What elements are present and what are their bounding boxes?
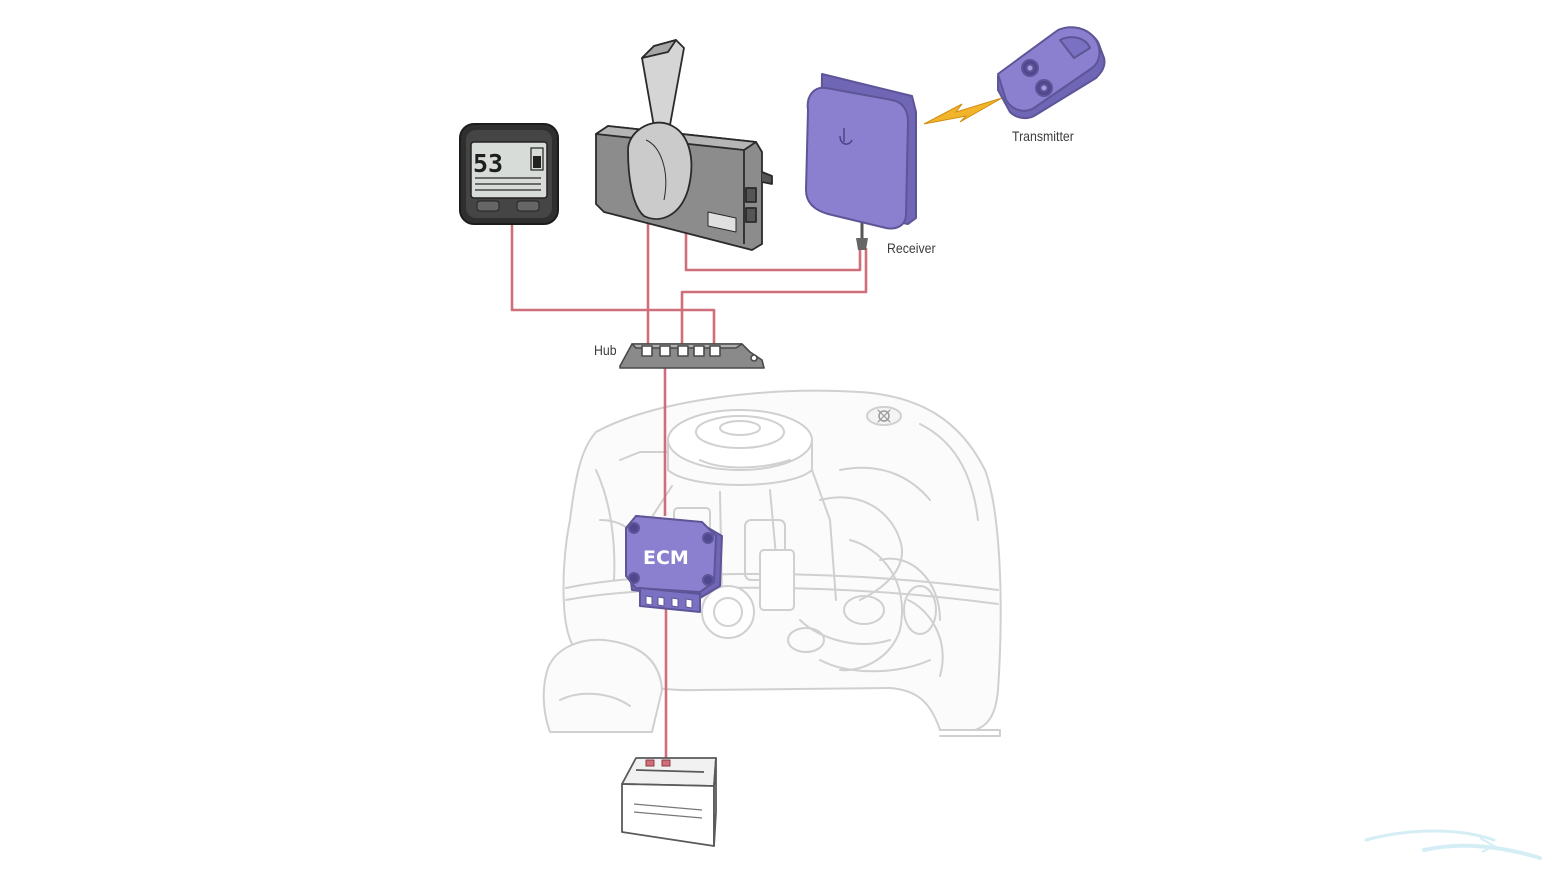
gauge-readout: 53	[473, 149, 503, 178]
wireless-signal-icon	[923, 97, 1003, 125]
digital-gauge: 53	[459, 123, 559, 225]
battery	[621, 757, 717, 847]
wiring-cables	[510, 216, 868, 762]
gauge-button-left	[476, 200, 500, 212]
transmitter-fob	[997, 26, 1106, 120]
ecm-module: ECM	[625, 515, 723, 613]
receiver-connector	[856, 238, 868, 250]
boat-swoosh-logo-icon	[1364, 829, 1542, 860]
brand-emblem-icon	[866, 406, 902, 426]
ecm-label: ECM	[643, 547, 689, 569]
gauge-button-right	[516, 200, 540, 212]
outboard-engine	[542, 389, 1002, 737]
hub-label: Hub	[594, 342, 617, 358]
transmitter-label: Transmitter	[1012, 128, 1074, 144]
receiver-label: Receiver	[887, 240, 936, 256]
cable-control-to-receiver	[684, 224, 862, 272]
cable-receiver-to-hub	[680, 248, 868, 346]
network-hub	[619, 343, 765, 369]
receiver-module	[805, 73, 917, 230]
throttle-control-box	[595, 39, 773, 251]
cable-gauge-to-hub	[510, 224, 716, 346]
